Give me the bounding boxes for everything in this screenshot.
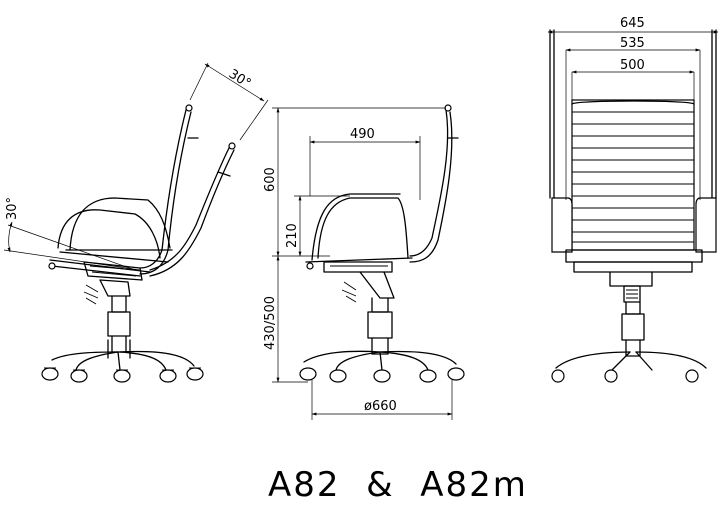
back-height-label: 600 (263, 167, 278, 192)
back-angle-label: 30° (226, 67, 253, 92)
base-diameter-label: ø660 (364, 399, 397, 414)
front-view: 645 535 500 (547, 16, 719, 383)
arm-width-label: 535 (620, 36, 645, 51)
seat-height-label: 430/500 (263, 296, 278, 350)
model-title: A82 & A82m (268, 465, 528, 505)
seat-width-label: 500 (620, 58, 645, 73)
dimensioned-side-view: 600 210 430/500 490 ø660 (263, 104, 465, 420)
depth-label: 490 (350, 127, 375, 142)
arm-height-label: 210 (285, 223, 300, 248)
tilt-side-view: 30° 30° (3, 62, 269, 383)
overall-width-label: 645 (620, 16, 645, 31)
seat-angle-label: 30° (5, 197, 20, 220)
